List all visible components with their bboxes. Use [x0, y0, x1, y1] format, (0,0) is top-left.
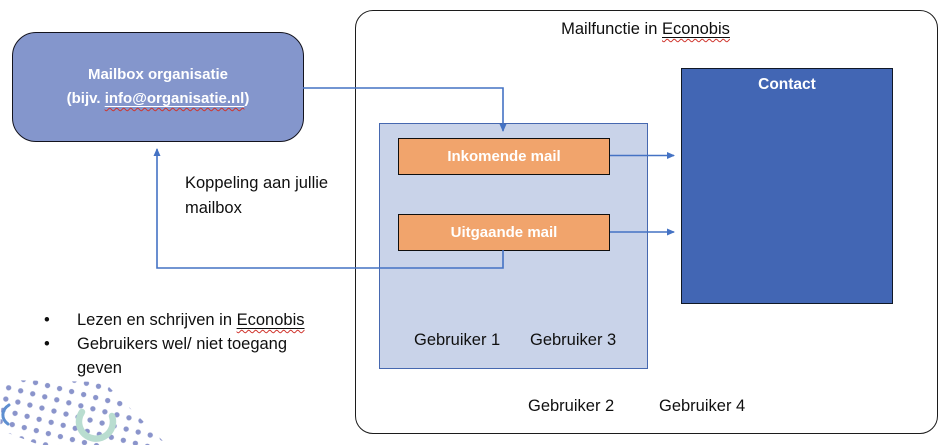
- mailbox-email-text: info@organisatie.nl: [104, 90, 245, 107]
- note-item-2: Gebruikers wel/ niet toegang geven: [40, 332, 312, 380]
- uitgaande-mail-box: Uitgaande mail: [398, 214, 610, 251]
- mailbox-line1: Mailbox organisatie: [87, 66, 229, 83]
- teal-arc: [75, 408, 117, 442]
- diagram-title-econobis: Econobis: [662, 20, 730, 38]
- gebruiker-3-label: Gebruiker 3: [530, 331, 617, 349]
- koppeling-label: Koppeling aan jullie mailbox: [185, 174, 329, 217]
- gebruiker-1-label: Gebruiker 1: [414, 331, 501, 349]
- edge-blue-arc: [1, 403, 11, 426]
- gebruiker-2-label: Gebruiker 2: [528, 397, 615, 415]
- note1-econobis: Econobis: [236, 311, 305, 329]
- contact-box: Contact: [681, 68, 893, 304]
- note-item-1: Lezen en schrijven in Econobis: [40, 308, 312, 332]
- gebruiker-4-label: Gebruiker 4: [659, 397, 746, 415]
- dot-band: [0, 380, 167, 445]
- uitgaande-mail-label: Uitgaande mail: [450, 224, 558, 241]
- mailbox-line2: (bijv. info@organisatie.nl): [66, 90, 250, 107]
- mailbox-organisatie-box: Mailbox organisatie (bijv. info@organisa…: [12, 32, 304, 142]
- diagram-title-prefix: Mailfunctie in: [561, 20, 662, 38]
- contact-label: Contact: [758, 76, 816, 93]
- diagram-title: Mailfunctie in Econobis: [355, 20, 936, 39]
- notes-bullet-list: Lezen en schrijven in Econobis Gebruiker…: [40, 308, 312, 380]
- inkomende-mail-label: Inkomende mail: [447, 148, 561, 165]
- inkomende-mail-box: Inkomende mail: [398, 138, 610, 175]
